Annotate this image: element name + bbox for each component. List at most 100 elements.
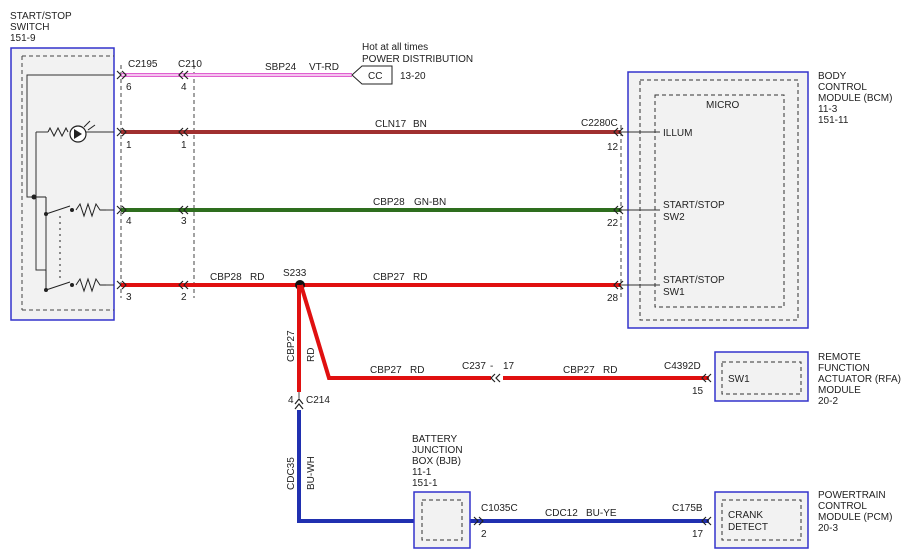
c210-pin-3: 3 (181, 216, 187, 227)
rfa-title-line3: ACTUATOR (RFA) (818, 374, 901, 385)
bcm-ref-2: 151-11 (818, 115, 849, 126)
c2280c-pin-3: 28 (607, 293, 619, 304)
connector-c237-dash: - (490, 361, 493, 372)
pcm-title-line1: POWERTRAIN (818, 490, 886, 501)
connector-c2280c: C2280C (581, 118, 618, 129)
switch-ref: 151-9 (10, 33, 36, 44)
bjb-title-line3: BOX (BJB) (412, 456, 461, 467)
connector-c2195: C2195 (128, 59, 158, 70)
power-line1: Hot at all times (362, 42, 428, 53)
bcm-micro-border (654, 94, 785, 308)
c4392d-pin: 15 (692, 386, 704, 397)
connector-c214-label: C214 (306, 395, 330, 406)
power-ref: 13-20 (400, 71, 426, 82)
c2280c-pin-1: 12 (607, 142, 619, 153)
rfa-title-line4: MODULE (818, 385, 861, 396)
c214-pin: 4 (288, 395, 294, 406)
connector-c214: 4 C214 (288, 392, 330, 410)
bcm-pin-sw1-line2: SW1 (663, 287, 685, 298)
bcm-title-line2: CONTROL (818, 82, 867, 93)
wire-cbp27-vertical-label: CBP27 (286, 330, 297, 362)
bjb-title-line2: JUNCTION (412, 445, 463, 456)
wire-sbp24-label: SBP24 (265, 62, 297, 73)
powertrain-control-module: CRANK DETECT POWERTRAIN CONTROL MODULE (… (714, 490, 892, 549)
power-line2: POWER DISTRIBUTION (362, 54, 473, 65)
wire-cbp27-main-color: RD (413, 272, 427, 283)
bjb-outline (413, 491, 471, 549)
body-control-module: MICRO ILLUM START/STOP SW2 START/STOP SW… (621, 71, 892, 329)
pcm-outline (714, 491, 809, 549)
c2195-pin-4: 3 (126, 292, 132, 303)
c175b-pin: 17 (692, 529, 704, 540)
wire-cbp27-vertical: CBP27 RD (286, 285, 317, 392)
c2195-pin-1: 6 (126, 82, 132, 93)
connector-c210: C210 (178, 59, 202, 70)
wire-cbp27-rfa-right-color: RD (603, 365, 617, 376)
switch-contact-2-icon (44, 277, 106, 293)
start-stop-switch: START/STOP SWITCH 151-9 (10, 11, 115, 321)
splice-s233-label: S233 (283, 268, 307, 279)
wire-sbp24: SBP24 VT-RD (121, 62, 352, 77)
indicator-lamp-icon (47, 120, 96, 143)
wire-cbp28-green-label: CBP28 (373, 197, 405, 208)
wire-sbp24-color: VT-RD (309, 62, 339, 73)
bcm-title-line3: MODULE (BCM) (818, 93, 892, 104)
bcm-inner-border (639, 79, 799, 321)
wire-cdc12-label: CDC12 (545, 508, 578, 519)
connector-c237-label: C237 (462, 361, 486, 372)
switch-title-line1: START/STOP (10, 11, 72, 22)
bcm-ref-1: 11-3 (818, 104, 838, 115)
wire-cdc35: CDC35 BU-WH (286, 410, 414, 523)
wire-cln17-color: BN (413, 119, 427, 130)
power-tag: CC (368, 71, 382, 82)
connector-c237-pin: 17 (503, 361, 515, 372)
wire-cdc35-label: CDC35 (286, 457, 297, 490)
pcm-title-line2: CONTROL (818, 501, 867, 512)
rfa-outline (714, 351, 809, 402)
c2195-pin-2: 1 (126, 140, 132, 151)
bcm-micro-label: MICRO (706, 100, 740, 111)
battery-junction-box: BATTERY JUNCTION BOX (BJB) 11-1 151-1 (412, 434, 471, 549)
c210-pin-4: 2 (181, 292, 187, 303)
connector-c1035c: C1035C (481, 503, 518, 514)
bjb-inner-border (421, 499, 463, 541)
wire-cbp27-rfa-left-label: CBP27 (370, 365, 402, 376)
power-distribution: Hot at all times POWER DISTRIBUTION CC 1… (351, 42, 473, 85)
wire-cbp28-red-label: CBP28 (210, 272, 242, 283)
rfa-title-line1: REMOTE (818, 352, 861, 363)
wire-cbp28-red-color: RD (250, 272, 264, 283)
connector-c4392d: C4392D (664, 361, 701, 372)
connector-c175b: C175B (672, 503, 703, 514)
wire-cdc35-color: BU-WH (306, 456, 317, 490)
bcm-pin-sw2-line2: SW2 (663, 212, 685, 223)
c1035c-pin: 2 (481, 529, 487, 540)
c2195-pin-3: 4 (126, 216, 132, 227)
wire-cbp27-vertical-color: RD (306, 348, 317, 362)
wire-cbp27-main-label: CBP27 (373, 272, 405, 283)
remote-function-actuator: SW1 REMOTE FUNCTION ACTUATOR (RFA) MODUL… (714, 351, 901, 407)
bcm-pin-sw1-line1: START/STOP (663, 275, 725, 286)
bcm-pin-sw2-line1: START/STOP (663, 200, 725, 211)
switch-outline (10, 47, 115, 321)
pcm-pin-line2: DETECT (728, 522, 768, 533)
c210-pin-2: 1 (181, 140, 187, 151)
rfa-ref: 20-2 (818, 396, 838, 407)
pcm-pin-line1: CRANK (728, 510, 763, 521)
c210-pin-1: 4 (181, 82, 187, 93)
wire-cln17: CLN17 BN (121, 119, 621, 134)
wire-cbp28-green: CBP28 GN-BN (121, 197, 621, 212)
pcm-ref: 20-3 (818, 523, 838, 534)
rfa-pin-sw1: SW1 (728, 374, 750, 385)
bjb-title-line1: BATTERY (412, 434, 458, 445)
c2280c-pin-2: 22 (607, 218, 619, 229)
pcm-title-line3: MODULE (PCM) (818, 512, 892, 523)
bcm-pin-illum: ILLUM (663, 128, 692, 139)
connector-c237: C237 - 17 (462, 361, 515, 383)
wire-cln17-label: CLN17 (375, 119, 407, 130)
power-tag-shape (351, 65, 393, 85)
wire-cbp27-rfa: CBP27 RD CBP27 RD (299, 284, 709, 380)
wire-cbp28-green-color: GN-BN (414, 197, 446, 208)
pcm-inner-border (721, 499, 802, 541)
wire-cbp27-rfa-right-label: CBP27 (563, 365, 595, 376)
